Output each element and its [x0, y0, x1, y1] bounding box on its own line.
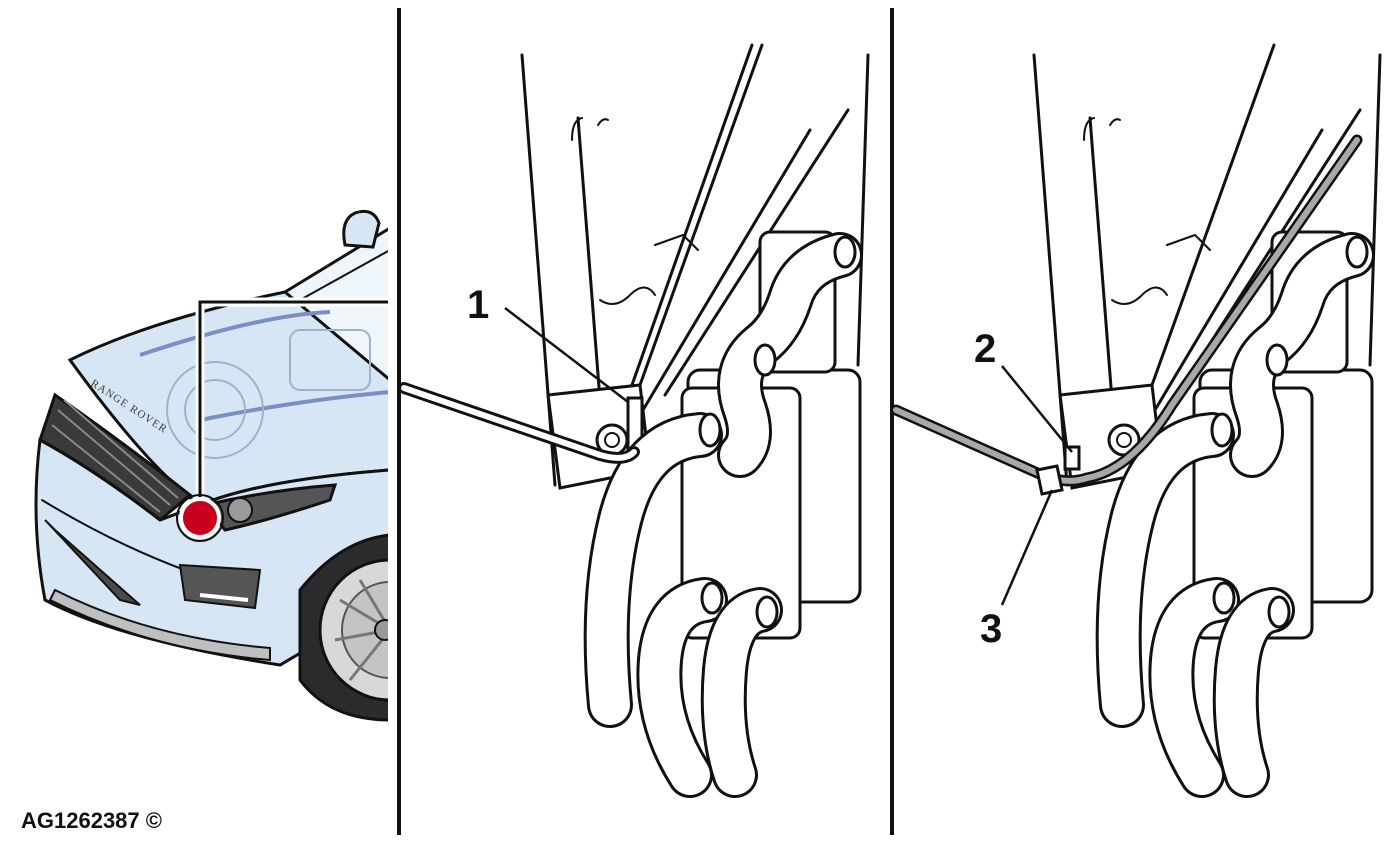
- figure-reference-code: AG1262387 ©: [21, 808, 162, 833]
- component-location-marker: [179, 497, 221, 539]
- sensor-connector: [1035, 464, 1064, 496]
- radiator-assembly: [520, 43, 870, 798]
- callout-1-label: 1: [467, 283, 489, 327]
- radiator-assembly-step-2: [1032, 43, 1382, 798]
- vehicle-location-view: RANGE ROVER: [34, 209, 388, 722]
- leader-line: [198, 300, 388, 505]
- callout-2-leader: [1001, 365, 1073, 453]
- detail-view-step-2: 2 3: [890, 43, 1382, 798]
- vehicle-front-illustration: RANGE ROVER: [34, 209, 388, 722]
- detail-view-step-1: 1: [398, 43, 870, 798]
- callout-1-leader: [504, 307, 629, 403]
- callout-2-label: 2: [974, 327, 996, 371]
- retaining-clip: [1063, 445, 1081, 471]
- callout-3-label: 3: [980, 607, 1002, 651]
- callout-3-leader: [1000, 489, 1054, 606]
